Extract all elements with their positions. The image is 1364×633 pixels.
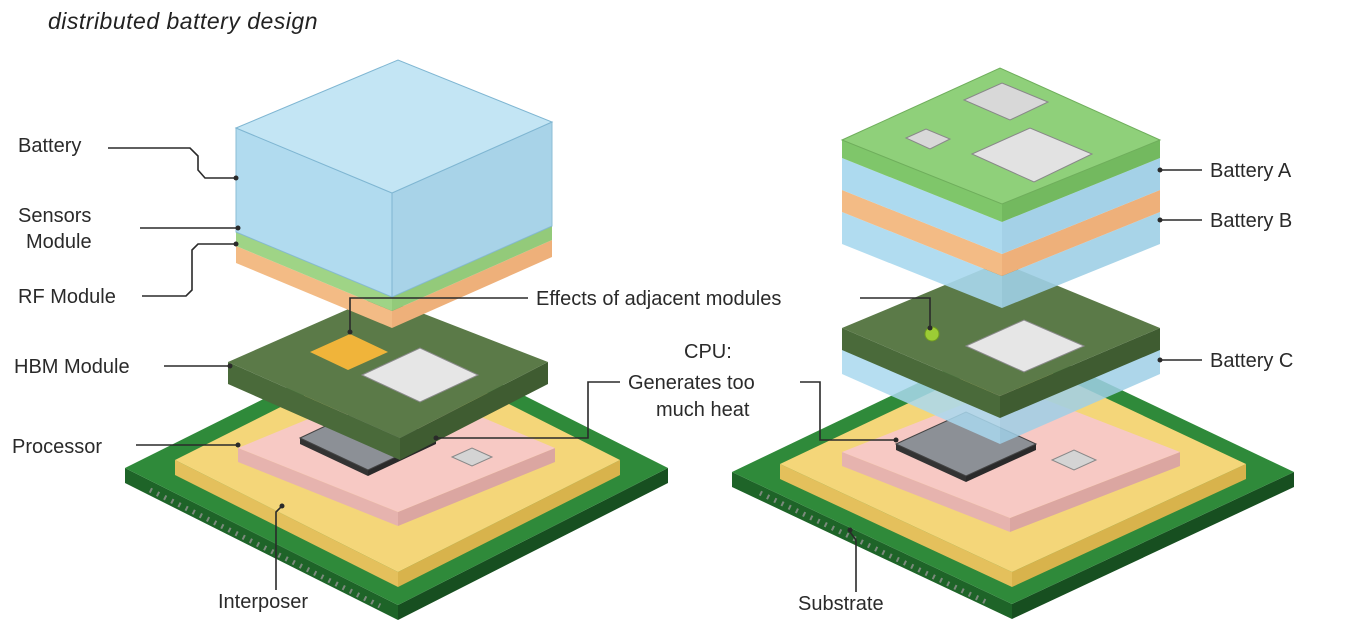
effects-leader-left <box>349 297 528 330</box>
right-small-chip <box>1050 449 1098 471</box>
right-top-board <box>840 67 1162 205</box>
label-processor: Processor <box>12 436 102 458</box>
label-substrate: Substrate <box>798 593 884 615</box>
cpu-leader-right <box>800 381 896 441</box>
label-battery-b: Battery B <box>1210 210 1292 232</box>
left-battery-top <box>234 59 554 194</box>
label-rf-module: RF Module <box>18 286 116 308</box>
right-hbm-module <box>842 262 1160 418</box>
label-interposer: Interposer <box>218 591 308 613</box>
left-battery-stack <box>234 59 554 328</box>
effects-leader-right <box>860 297 931 326</box>
right-top-chip-1 <box>962 82 1050 121</box>
left-small-chip <box>450 447 494 467</box>
right-stack <box>732 67 1294 619</box>
left-hbm-memory-chip <box>360 347 480 403</box>
left-stack <box>108 59 668 620</box>
label-cpu-line3: much heat <box>656 399 750 421</box>
cpu-leader-left <box>436 381 620 439</box>
label-sensors-line2: Module <box>26 231 92 253</box>
label-battery-c: Battery C <box>1210 350 1293 372</box>
label-hbm-module: HBM Module <box>14 356 130 378</box>
right-top-chip-3 <box>970 127 1094 183</box>
left-hbm-module <box>228 296 548 460</box>
label-cpu-line2: Generates too <box>628 372 755 394</box>
right-hbm-memory-chip <box>964 319 1086 373</box>
right-upper-stack <box>840 67 1162 308</box>
diagram-title: distributed battery design <box>48 8 318 34</box>
label-battery-a: Battery A <box>1210 160 1292 182</box>
label-sensors-line1: Sensors <box>18 205 91 227</box>
label-effects: Effects of adjacent modules <box>536 288 781 310</box>
left-hbm-hotspot <box>310 334 388 370</box>
label-battery: Battery <box>18 135 81 157</box>
label-cpu-line1: CPU: <box>684 341 732 363</box>
right-top-chip-2 <box>904 128 952 150</box>
